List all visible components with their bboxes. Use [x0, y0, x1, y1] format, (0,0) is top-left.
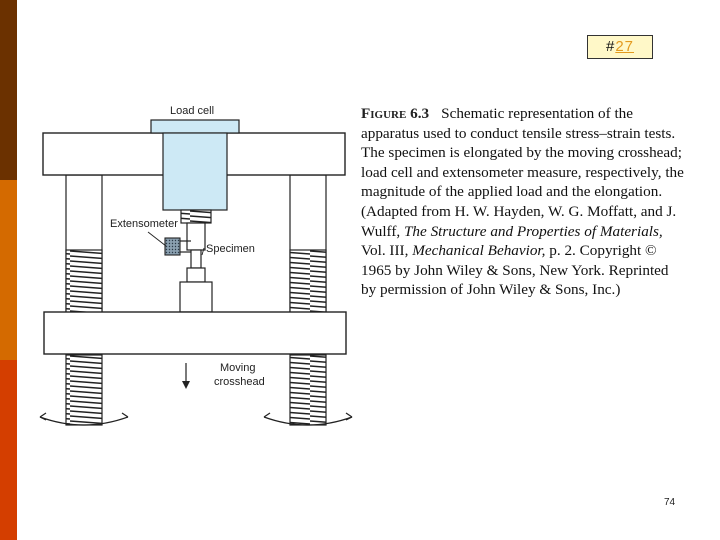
specimen-leader [201, 247, 205, 256]
right-screw [289, 174, 327, 426]
slide-tag[interactable]: #27 [587, 35, 653, 59]
caption-text-1: Schematic representation of the apparatu… [361, 105, 684, 240]
left-rotation-arrow [39, 416, 129, 426]
slide-tag-number[interactable]: 27 [615, 38, 635, 55]
extensometer [164, 237, 191, 256]
caption-italic-1: The Structure and Properties of Material… [403, 222, 663, 240]
accent-band-bottom [0, 360, 17, 540]
specimen [186, 222, 206, 283]
accent-band-top [0, 0, 17, 180]
slide-tag-hash: # [605, 38, 616, 55]
moving-label-line1: Moving [220, 362, 255, 374]
moving-label-line2: crosshead [214, 376, 265, 388]
tensile-apparatus-diagram: Load cell Extensometer Specimen [39, 105, 353, 426]
caption-text-2: Vol. III, [361, 242, 413, 260]
tensile-apparatus-figure: Load cell Extensometer Specimen [30, 95, 360, 440]
load-cell [150, 119, 240, 211]
extensometer-leader [147, 231, 167, 247]
right-rotation-arrow [263, 416, 353, 426]
caption-italic-2: Mechanical Behavior, [412, 242, 546, 260]
left-screw [65, 174, 103, 426]
moving-crosshead [43, 311, 347, 355]
load-cell-label: Load cell [170, 105, 214, 117]
figure-caption-label: Figure 6.3 [361, 105, 430, 122]
down-arrow-icon [182, 363, 190, 389]
page-number: 74 [664, 497, 676, 508]
extensometer-label: Extensometer [110, 218, 178, 230]
lower-grip [179, 281, 213, 313]
caption-text-3: p. 2. Copyright © 1965 by John Wiley & S… [361, 242, 669, 299]
specimen-label: Specimen [206, 243, 255, 255]
accent-band-middle [0, 180, 17, 360]
upper-grip [180, 209, 212, 224]
